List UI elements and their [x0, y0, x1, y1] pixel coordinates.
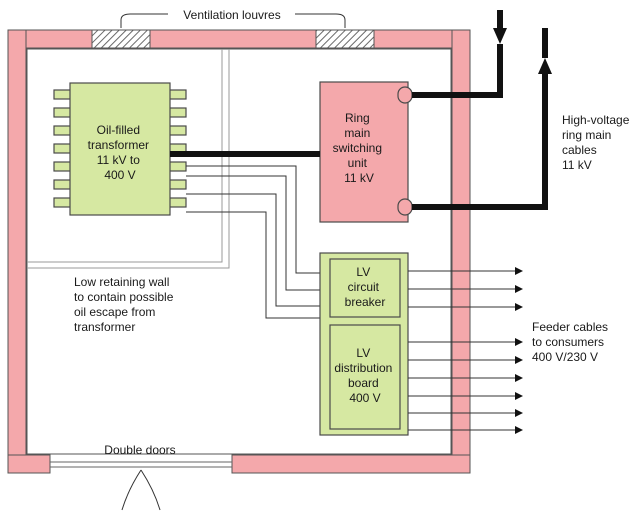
ventilation-brace	[120, 13, 168, 28]
hv-ring-main-cables	[412, 10, 552, 210]
transformer-fins-right	[167, 89, 187, 208]
ring-main-bushing-top	[397, 86, 413, 104]
ventilation-louvres	[91, 29, 375, 49]
svg-text:LV circuit breaker: LV circuit breaker	[345, 265, 386, 309]
low-retaining-wall	[27, 49, 230, 269]
transformer-label: Oil-filled transformer 11 kV to 400 V	[88, 123, 153, 182]
double-doors	[50, 461, 232, 511]
transformer-fins-left	[53, 89, 73, 208]
feeder-label: Feeder cables to consumers 400 V/230 V	[532, 320, 611, 364]
lv-distribution-board: LV distribution board 400 V	[329, 324, 401, 430]
ring-main-label: Ring main switching unit 11 kV	[333, 111, 386, 185]
hv-cables-label: High-voltage ring main cables 11 kV	[562, 113, 633, 172]
transformer-body	[69, 82, 171, 216]
lv-circuit-breaker: LV circuit breaker	[329, 258, 401, 318]
ring-main-unit: Ring main switching unit 11 kV	[319, 81, 413, 223]
svg-text:LV distribution bo: LV distribution board 400 V	[334, 346, 395, 405]
transformer: Oil-filled transformer 11 kV to 400 V	[53, 82, 187, 216]
ventilation-label: Ventilation louvres	[183, 8, 280, 22]
feeder-cables	[408, 267, 523, 434]
ring-main-bushing-bottom	[397, 198, 413, 216]
lv-cables	[186, 165, 330, 319]
ring-main-body	[319, 81, 409, 223]
ventilation-brace-right	[295, 13, 346, 28]
double-doors-label: Double doors	[104, 443, 175, 457]
retaining-wall-label: Low retaining wall to contain possible o…	[74, 275, 177, 334]
